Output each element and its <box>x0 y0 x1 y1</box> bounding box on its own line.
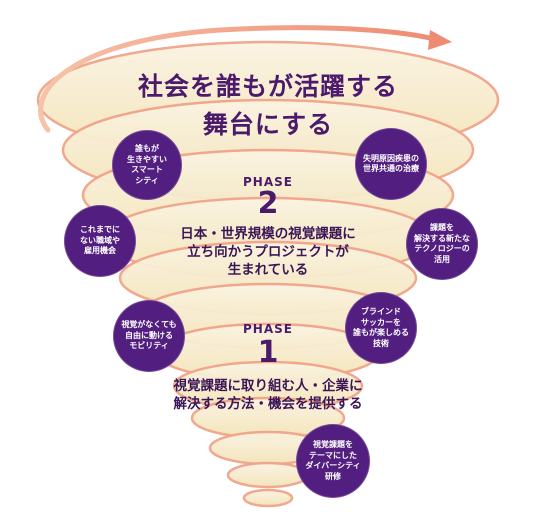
phase2-desc-line1: 日本・世界規模の視覚課題に <box>180 226 356 242</box>
main-title-line1: 社会を誰もが活躍する <box>137 72 398 101</box>
bubble-blind-soccer: ブラインド サッカーを 誰もが楽しめる 技術 <box>345 292 417 364</box>
spiral-arrow <box>38 25 452 133</box>
bubble-mobility-text: 視覚がなくても 自由に動ける モビリティ <box>121 320 177 351</box>
phase1-desc-line2: 解決する方法・機会を提供する <box>173 396 363 412</box>
bubble-technology-text: 課題を 解決する新たな テクノロジーの 活用 <box>414 223 470 264</box>
phase2-desc-line2: 立ち向かうプロジェクトが <box>187 244 349 260</box>
phase2-desc-line3: 生まれている <box>227 262 309 278</box>
bubble-mobility: 視覚がなくても 自由に動ける モビリティ <box>113 300 185 372</box>
phase1-desc-line1: 視覚課題に取り組む人・企業に <box>173 378 363 394</box>
bubble-blindness-treatment: 失明原因疾患の 世界共通の治療 <box>355 128 427 200</box>
bubble-diversity-training: 視覚課題を テーマにした ダイバーシティ 研修 <box>296 424 370 498</box>
arrowhead-icon <box>428 30 452 50</box>
phase1-label: PHASE <box>243 322 293 336</box>
bubble-blind-soccer-text: ブラインド サッカーを 誰もが楽しめる 技術 <box>353 307 409 348</box>
phase2-number: 2 <box>257 186 279 221</box>
bubble-employment: これまでに ない職域や 雇用機会 <box>64 205 136 277</box>
bubble-blindness-treatment-text: 失明原因疾患の 世界共通の治療 <box>363 153 419 174</box>
main-title-line2: 舞台にする <box>202 110 334 139</box>
bubble-employment-text: これまでに ない職域や 雇用機会 <box>80 225 120 256</box>
bubble-diversity-training-text: 視覚課題を テーマにした ダイバーシティ 研修 <box>305 440 361 481</box>
bubble-smart-city: 誰もが 生きやすい スマート シティ <box>112 130 182 200</box>
phase1-number: 1 <box>257 335 279 370</box>
bubble-smart-city-text: 誰もが 生きやすい スマート シティ <box>127 144 167 185</box>
bubble-technology: 課題を 解決する新たな テクノロジーの 活用 <box>406 208 478 280</box>
phase2-label: PHASE <box>243 175 293 189</box>
funnel-ring <box>242 488 294 508</box>
